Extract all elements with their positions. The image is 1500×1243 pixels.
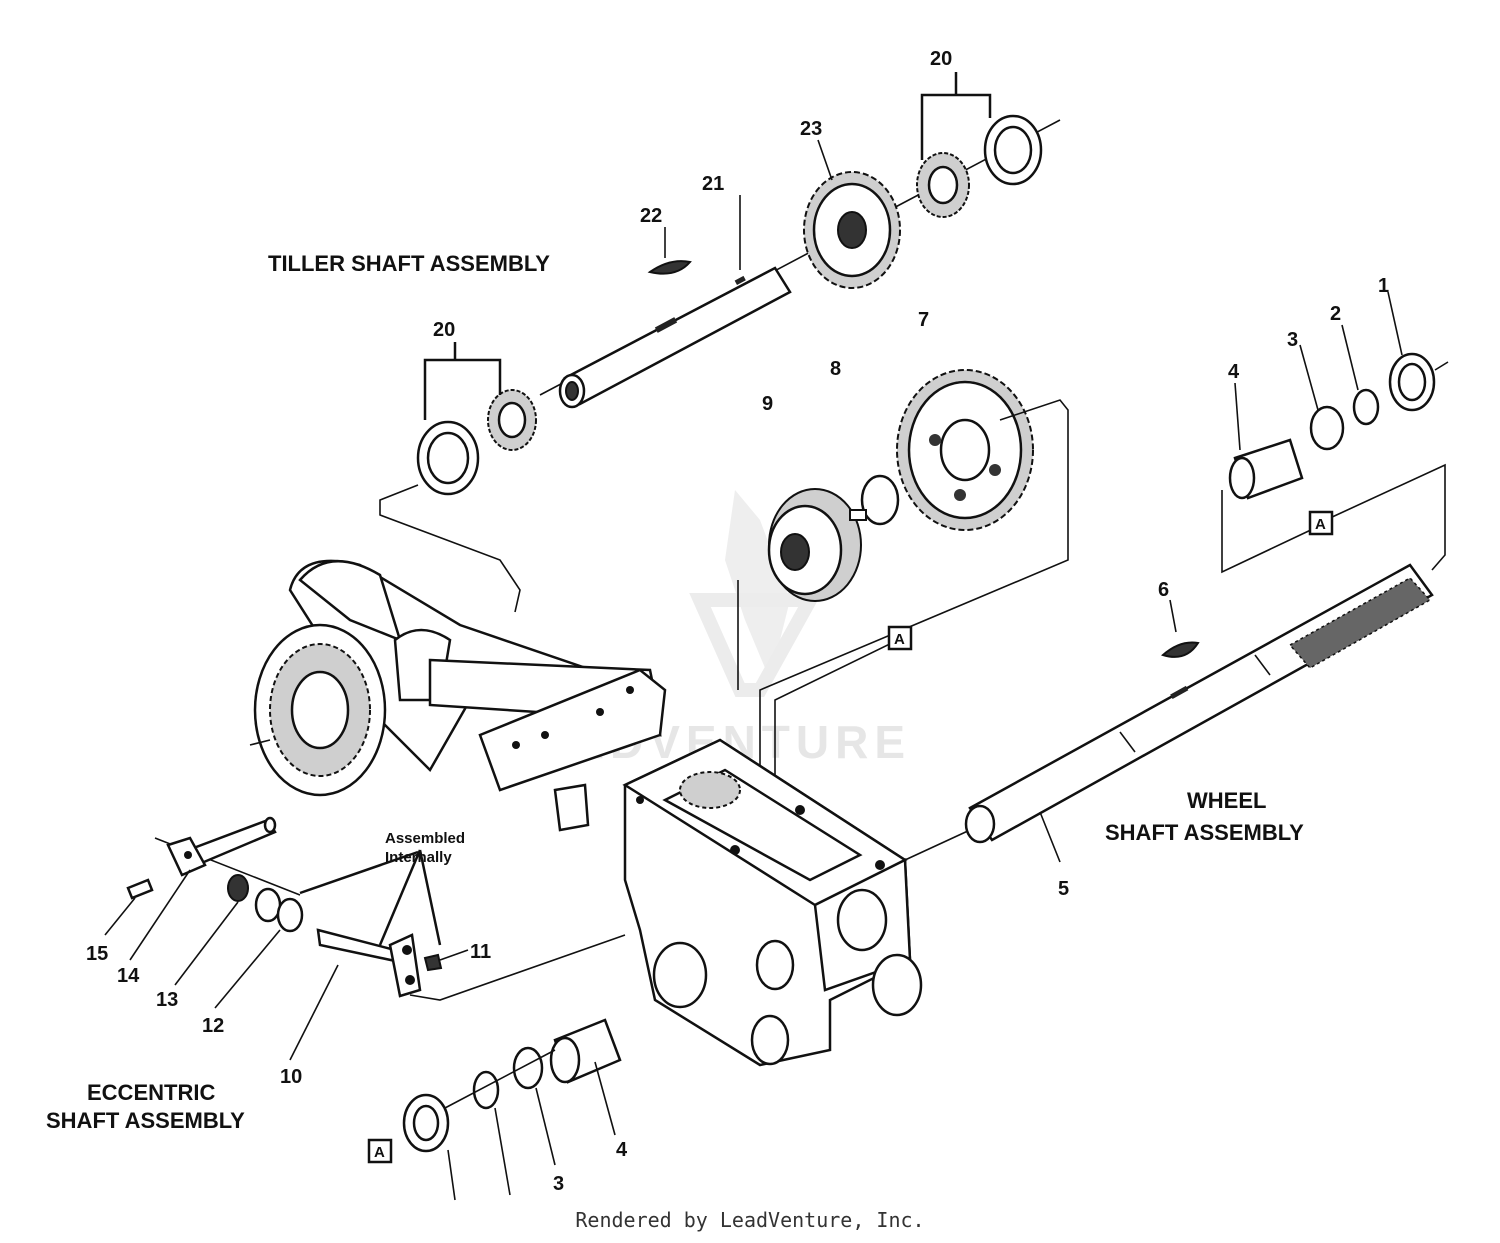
part-number: 12 — [202, 1015, 224, 1037]
part-number: 13 — [156, 989, 178, 1011]
tiller-gear — [803, 171, 901, 289]
spring — [254, 887, 282, 923]
part-number: 9 — [762, 393, 773, 415]
routing-line-a-right — [1221, 463, 1446, 574]
reference-marker-text: A — [894, 631, 905, 648]
tiller-shaft — [558, 266, 792, 409]
reference-marker-a-1: A — [887, 625, 913, 651]
wheel-shaft-key — [1160, 641, 1200, 658]
reference-marker-text: A — [1315, 516, 1326, 533]
part-number: 23 — [800, 118, 822, 140]
reference-marker-text: A — [374, 1144, 385, 1161]
bracket-20-left — [423, 358, 502, 420]
set-screw — [423, 953, 443, 972]
part-number: 4 — [1228, 361, 1240, 383]
tiller-bearing-right — [916, 114, 1043, 218]
assembled-note-line2: Internally — [385, 849, 452, 866]
part-number: 14 — [117, 965, 140, 987]
part-number: 3 — [1287, 329, 1298, 351]
eccentric-hub — [767, 488, 867, 602]
part-number: 21 — [702, 173, 724, 195]
eccentric-shaft — [316, 928, 403, 964]
reference-marker-a-3: A — [367, 1138, 393, 1164]
part-number: 20 — [930, 48, 952, 70]
washer — [227, 874, 249, 902]
gearbox-housing — [622, 738, 971, 1067]
tiller-housing — [249, 559, 667, 832]
tiller-shaft-assembly — [416, 72, 1061, 496]
wheel-assembly-label-line2: SHAFT ASSEMBLY — [1105, 820, 1304, 845]
assembled-note-line1: Assembled — [385, 830, 465, 847]
eccentric-assembly-label-line2: SHAFT ASSEMBLY — [46, 1108, 245, 1133]
part-number: 4 — [616, 1139, 628, 1161]
bolt — [126, 878, 154, 900]
part-number: 8 — [830, 358, 841, 380]
routing-line-tiller — [379, 484, 521, 613]
wheel-bearing-stack-left — [402, 1018, 622, 1201]
wheel-shaft-assembly — [964, 563, 1434, 863]
part-number: 2 — [1330, 303, 1341, 325]
part-number: 11 — [470, 941, 491, 963]
wheel-bearing-stack-right — [1228, 291, 1449, 500]
routing-line-gear — [759, 399, 1069, 770]
woodruff-key — [647, 260, 692, 275]
part-number: 3 — [553, 1173, 564, 1195]
tiller-bearing-left — [416, 389, 537, 496]
part-number: 22 — [640, 205, 662, 227]
part-number: 5 — [1058, 878, 1069, 900]
part-number: 10 — [280, 1066, 302, 1088]
tiller-assembly-label: TILLER SHAFT ASSEMBLY — [268, 251, 550, 276]
part-number: 15 — [86, 943, 108, 965]
eccentric-shaft-assembly — [104, 816, 626, 1061]
bracket-20-right — [920, 93, 992, 160]
part-number: 7 — [918, 309, 929, 331]
part-number: 6 — [1158, 579, 1169, 601]
eccentric-assembly-label-line1: ECCENTRIC — [87, 1080, 215, 1105]
wheel-assembly-label-line1: WHEEL — [1187, 788, 1266, 813]
footer-credit: Rendered by LeadVenture, Inc. — [575, 1208, 925, 1232]
spacer-ring — [860, 474, 900, 526]
part-number: 20 — [433, 319, 455, 341]
drive-gear — [896, 369, 1034, 531]
reference-marker-a-2: A — [1308, 510, 1334, 536]
part-number: 1 — [1378, 275, 1389, 297]
